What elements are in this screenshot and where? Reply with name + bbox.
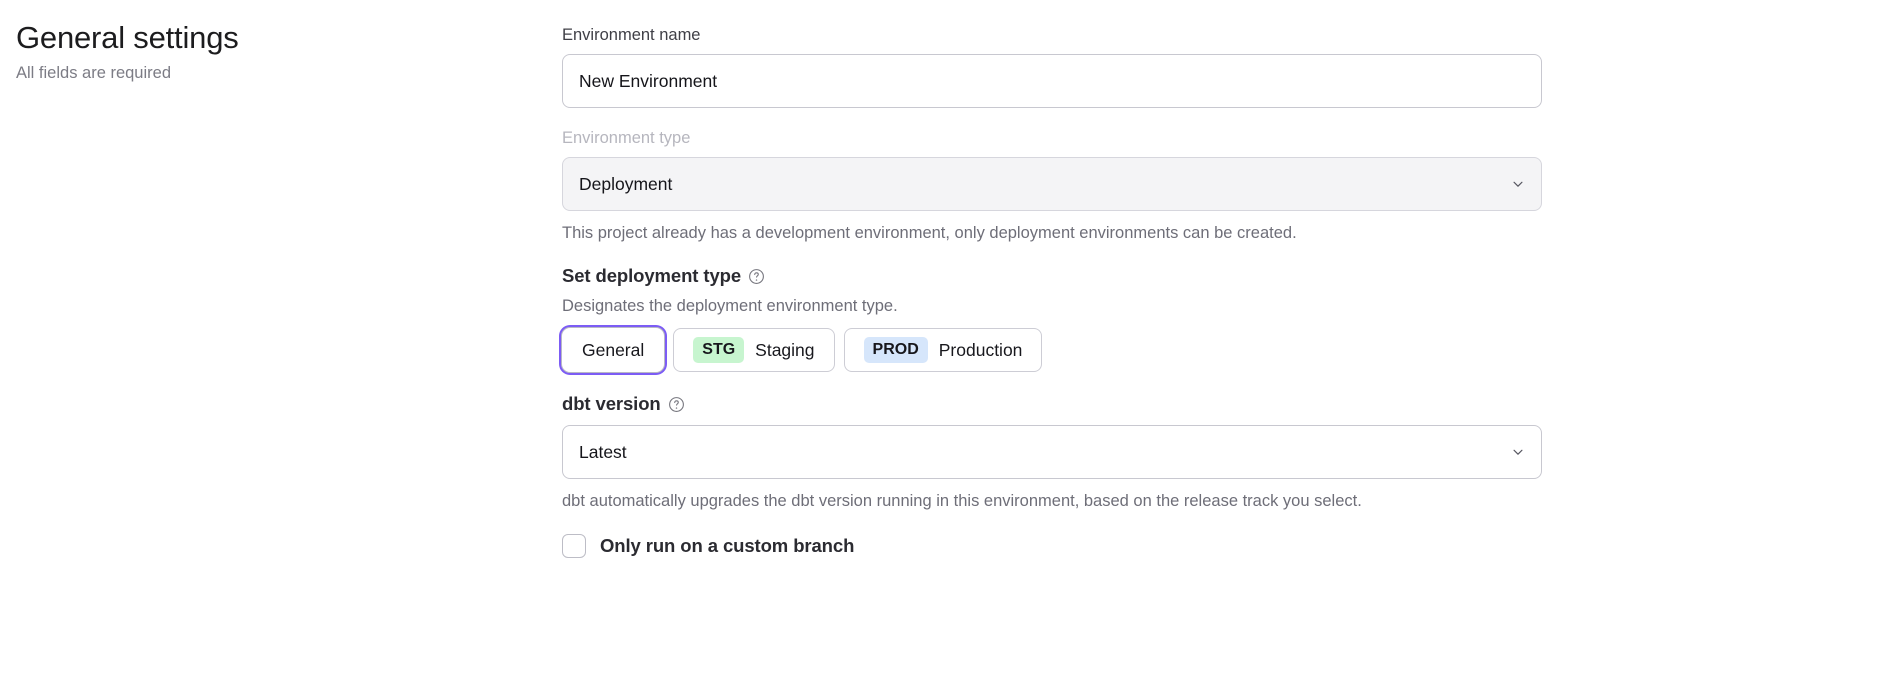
dbt-version-helper-text: dbt automatically upgrades the dbt versi… xyxy=(562,492,1362,510)
deployment-type-option-production-label: Production xyxy=(938,340,1023,360)
environment-type-label: Environment type xyxy=(562,129,691,147)
environment-name-value: New Environment xyxy=(579,70,718,91)
chevron-down-icon xyxy=(1513,181,1523,187)
deployment-type-field-group: Set deployment type Designates the deplo… xyxy=(562,264,1542,372)
deployment-type-option-general-label: General xyxy=(582,340,645,360)
chevron-down-icon xyxy=(1513,449,1523,455)
dbt-version-label: dbt version xyxy=(562,393,661,414)
custom-branch-checkbox[interactable] xyxy=(562,534,586,558)
help-circle-icon[interactable] xyxy=(668,396,685,413)
environment-name-input[interactable]: New Environment xyxy=(562,54,1542,108)
environment-type-select[interactable]: Deployment xyxy=(562,157,1542,211)
environment-type-helper-text: This project already has a development e… xyxy=(562,224,1297,242)
deployment-type-description: Designates the deployment environment ty… xyxy=(562,297,898,315)
environment-type-field-group: Environment type Deployment This project… xyxy=(562,127,1542,244)
help-circle-icon[interactable] xyxy=(748,268,765,285)
deployment-type-option-staging[interactable]: STG Staging xyxy=(673,328,835,372)
settings-intro-column: General settings All fields are required xyxy=(16,18,516,85)
deployment-type-option-production[interactable]: PROD Production xyxy=(843,328,1043,372)
deployment-type-options: General STG Staging PROD Production xyxy=(562,328,1542,372)
dbt-version-value: Latest xyxy=(579,441,627,462)
dbt-version-field-group: dbt version Latest dbt automatically upg… xyxy=(562,392,1542,512)
page-subtitle: All fields are required xyxy=(16,64,171,82)
production-badge: PROD xyxy=(863,337,928,363)
settings-form-column: Environment name New Environment Environ… xyxy=(562,24,1542,558)
custom-branch-row[interactable]: Only run on a custom branch xyxy=(562,534,1542,558)
deployment-type-option-staging-label: Staging xyxy=(755,340,815,360)
deployment-type-heading-row: Set deployment type xyxy=(562,264,1542,288)
page-title: General settings xyxy=(16,20,239,55)
environment-type-value: Deployment xyxy=(579,173,673,194)
staging-badge: STG xyxy=(693,337,745,363)
dbt-version-heading-row: dbt version xyxy=(562,392,1542,416)
deployment-type-heading: Set deployment type xyxy=(562,265,742,286)
dbt-version-select[interactable]: Latest xyxy=(562,425,1542,479)
deployment-type-option-general[interactable]: General xyxy=(562,328,665,372)
custom-branch-label[interactable]: Only run on a custom branch xyxy=(600,535,855,556)
environment-name-label: Environment name xyxy=(562,26,701,44)
environment-name-field-group: Environment name New Environment xyxy=(562,24,1542,108)
